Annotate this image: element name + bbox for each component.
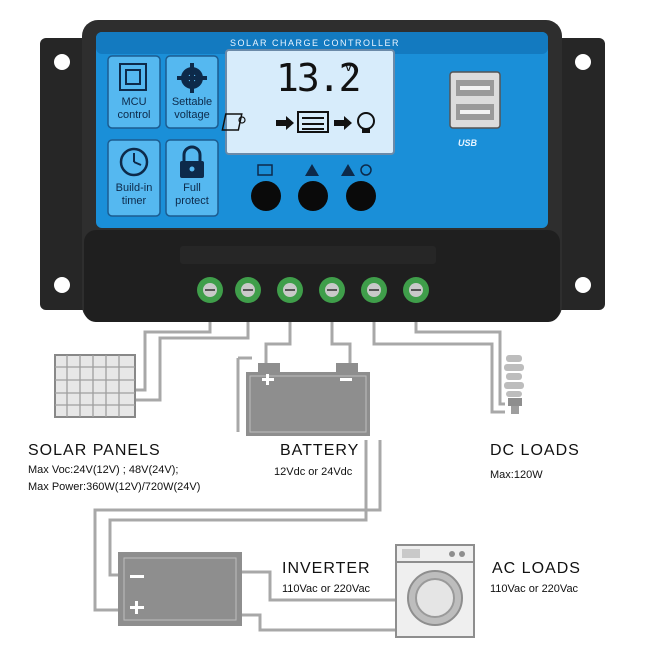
menu-button[interactable] — [251, 181, 281, 211]
tile-label-full-protect: Full protect — [175, 182, 209, 207]
terminal-battery-positive — [277, 277, 303, 303]
wire-load-positive — [372, 322, 505, 414]
inverter-spec: 110Vac or 220Vac — [282, 583, 371, 595]
usb-label: USB — [458, 138, 478, 148]
usb-port — [449, 71, 501, 129]
tile-label-build-in-timer: Build-in timer — [115, 182, 153, 207]
solar-panel-icon — [54, 354, 136, 418]
wire-inverter-to-ac-2 — [242, 613, 396, 632]
terminal-load-positive — [361, 277, 387, 303]
dc-loads-spec: Max:120W — [490, 469, 543, 481]
terminal-block — [84, 230, 560, 322]
chip-icon — [119, 63, 147, 91]
clock-icon — [119, 147, 149, 177]
lcd-voltage-readout: 13.2 — [276, 56, 362, 100]
terminal-battery-negative — [319, 277, 345, 303]
up-button[interactable] — [298, 181, 328, 211]
wire-battery-negative — [330, 322, 352, 372]
battery-title: BATTERY — [280, 442, 360, 459]
lcd-flow-icons — [221, 111, 375, 133]
terminals — [197, 277, 429, 303]
lock-icon — [180, 145, 204, 178]
wire-load-negative — [414, 322, 505, 406]
mounting-hole — [54, 54, 70, 70]
mounting-hole — [575, 54, 591, 70]
battery-spec: 12Vdc or 24Vdc — [274, 466, 353, 478]
down-icon — [341, 164, 355, 176]
dc-loads-title: DC LOADS — [490, 442, 580, 459]
mounting-hole — [575, 277, 591, 293]
terminal-load-negative — [403, 277, 429, 303]
lcd-screen — [225, 49, 395, 155]
bulb-icon — [360, 164, 372, 176]
wires — [93, 322, 505, 632]
gear-icon — [177, 63, 207, 93]
down-button[interactable] — [346, 181, 376, 211]
terminal-labels-strip — [180, 246, 436, 264]
solar-power-spec: Max Power:360W(12V)/720W(24V) — [28, 481, 201, 493]
solar-voc-spec: Max Voc:24V(12V) ; 48V(24V); — [28, 464, 179, 476]
washing-machine-icon — [395, 544, 475, 638]
inverter-icon — [118, 552, 242, 626]
mounting-hole — [54, 277, 70, 293]
ac-loads-title: AC LOADS — [492, 560, 581, 577]
wire-battery-positive — [264, 322, 292, 372]
ac-loads-spec: 110Vac or 220Vac — [490, 583, 579, 595]
wire-solar-negative — [120, 322, 250, 402]
charge-controller — [40, 20, 605, 322]
terminal-solar-negative — [235, 277, 261, 303]
cfl-bulb-icon — [504, 355, 524, 414]
tile-label-mcu-control: MCU control — [117, 96, 151, 121]
controller-title: SOLAR CHARGE CONTROLLER — [229, 38, 401, 48]
up-icon — [305, 164, 319, 176]
solar-panels-title: SOLAR PANELS — [28, 442, 161, 459]
wire-solar-positive — [120, 322, 212, 392]
control-buttons — [251, 164, 376, 211]
terminal-solar-positive — [197, 277, 223, 303]
wire-battery-to-inverter-positive — [93, 440, 382, 612]
menu-icon — [257, 164, 273, 176]
battery-icon — [246, 363, 370, 436]
wire-battery-to-inverter-negative — [108, 440, 368, 577]
inverter-title: INVERTER — [282, 560, 371, 577]
tile-label-settable-voltage: Settable voltage — [171, 96, 213, 121]
wire-inverter-to-ac-1 — [242, 570, 396, 602]
lcd-voltage-unit: v — [345, 58, 352, 74]
title-strip — [96, 32, 548, 54]
